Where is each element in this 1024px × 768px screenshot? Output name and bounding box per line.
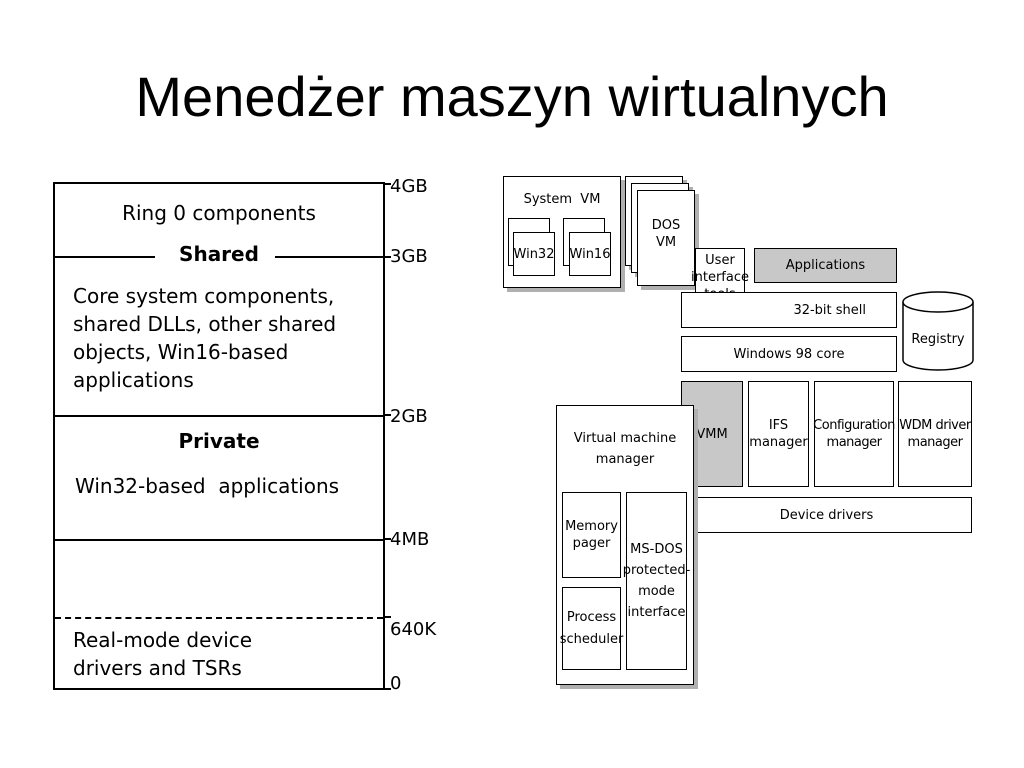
addr-4gb: 4GB — [390, 176, 428, 197]
divider-640k — [55, 617, 383, 619]
msdos-line-3: mode — [638, 584, 675, 599]
ifs-manager-box: IFS manager — [748, 381, 809, 487]
vmm-title: Virtual machine manager — [556, 428, 694, 470]
core-label: Windows 98 core — [733, 346, 845, 362]
msdos-line-2: protected- — [622, 563, 691, 578]
uit-line-1: User — [705, 253, 735, 268]
config-line-1: Configuration — [813, 418, 895, 433]
registry-label: Registry — [911, 332, 965, 347]
ifs-line-2: manager — [749, 435, 808, 450]
registry-body — [902, 302, 974, 371]
vmm-label: VMM — [696, 427, 728, 442]
memory-pager-line-2: pager — [572, 536, 611, 551]
shared-heading: Shared — [179, 242, 259, 266]
tick-4mb — [383, 538, 391, 540]
system-vm-label: System VM — [523, 192, 601, 207]
private-text: Win32-based applications — [75, 474, 340, 498]
tick-640k — [383, 616, 391, 618]
tick-4gb — [383, 183, 391, 185]
divider-2gb — [55, 415, 383, 417]
private-heading: Private — [178, 429, 260, 453]
uit-line-2: interface — [691, 270, 749, 285]
config-line-2: manager — [826, 435, 882, 450]
shared-divider-left — [55, 256, 155, 258]
addr-4mb: 4MB — [390, 529, 430, 550]
dos-vm-line-2: VM — [655, 235, 677, 250]
tick-3gb — [383, 256, 391, 258]
realmode-line-2: drivers and TSRs — [73, 656, 242, 680]
registry-top — [902, 291, 974, 313]
device-drivers-box: Device drivers — [681, 497, 972, 533]
win16-box: Win16 — [569, 232, 611, 276]
shared-line-2: shared DLLs, other shared — [73, 312, 337, 336]
wdm-line-1: WDM driver — [899, 418, 971, 433]
registry-cylinder — [902, 291, 974, 371]
vmm-title-line-1: Virtual machine — [573, 431, 677, 446]
memory-map: Ring 0 components Shared Core system com… — [53, 182, 385, 690]
shared-line-4: applications — [73, 368, 194, 392]
ms-dos-interface-box: MS-DOS protected- mode interface — [623, 492, 690, 670]
shell-label: 32-bit shell — [793, 302, 866, 318]
msdos-line-1: MS-DOS — [630, 542, 683, 557]
addr-2gb: 2GB — [390, 406, 428, 427]
process-scheduler-line-2: scheduler — [559, 631, 624, 647]
shared-line-3: objects, Win16-based — [73, 340, 289, 364]
device-drivers-label: Device drivers — [779, 507, 874, 523]
slide-title: Menedżer maszyn wirtualnych — [135, 65, 889, 128]
tick-2gb — [383, 414, 391, 416]
win32-box: Win32 — [513, 232, 555, 276]
realmode-line-1: Real-mode device — [73, 628, 253, 652]
applications-label: Applications — [785, 258, 866, 273]
addr-0: 0 — [390, 673, 402, 694]
dos-vm-line-1: DOS — [651, 218, 681, 233]
core-box: Windows 98 core — [681, 336, 897, 372]
ring0-label: Ring 0 components — [122, 201, 316, 225]
divider-4mb — [55, 539, 383, 541]
msdos-line-4: interface — [627, 605, 686, 620]
win16-label: Win16 — [569, 246, 611, 262]
memory-pager-box: Memory pager — [562, 492, 621, 578]
applications-box: Applications — [754, 248, 897, 283]
dos-vm-box: DOS VM — [637, 190, 695, 286]
shared-divider-right — [275, 256, 385, 258]
tick-0 — [383, 688, 391, 690]
vmm-title-line-2: manager — [595, 452, 655, 467]
process-scheduler-line-1: Process — [566, 609, 617, 625]
process-scheduler-box: Process scheduler — [559, 587, 624, 670]
configuration-manager-box: Configuration manager — [813, 381, 895, 487]
shared-line-1: Core system components, — [73, 284, 335, 308]
win32-label: Win32 — [513, 246, 555, 262]
wdm-line-2: manager — [907, 435, 963, 450]
addr-640k: 640K — [390, 619, 437, 640]
wdm-manager-box: WDM driver manager — [898, 381, 972, 487]
addr-3gb: 3GB — [390, 246, 428, 267]
ifs-line-1: IFS — [768, 418, 789, 433]
memory-pager-line-1: Memory — [565, 519, 618, 534]
shell-box: 32-bit shell — [681, 292, 897, 328]
